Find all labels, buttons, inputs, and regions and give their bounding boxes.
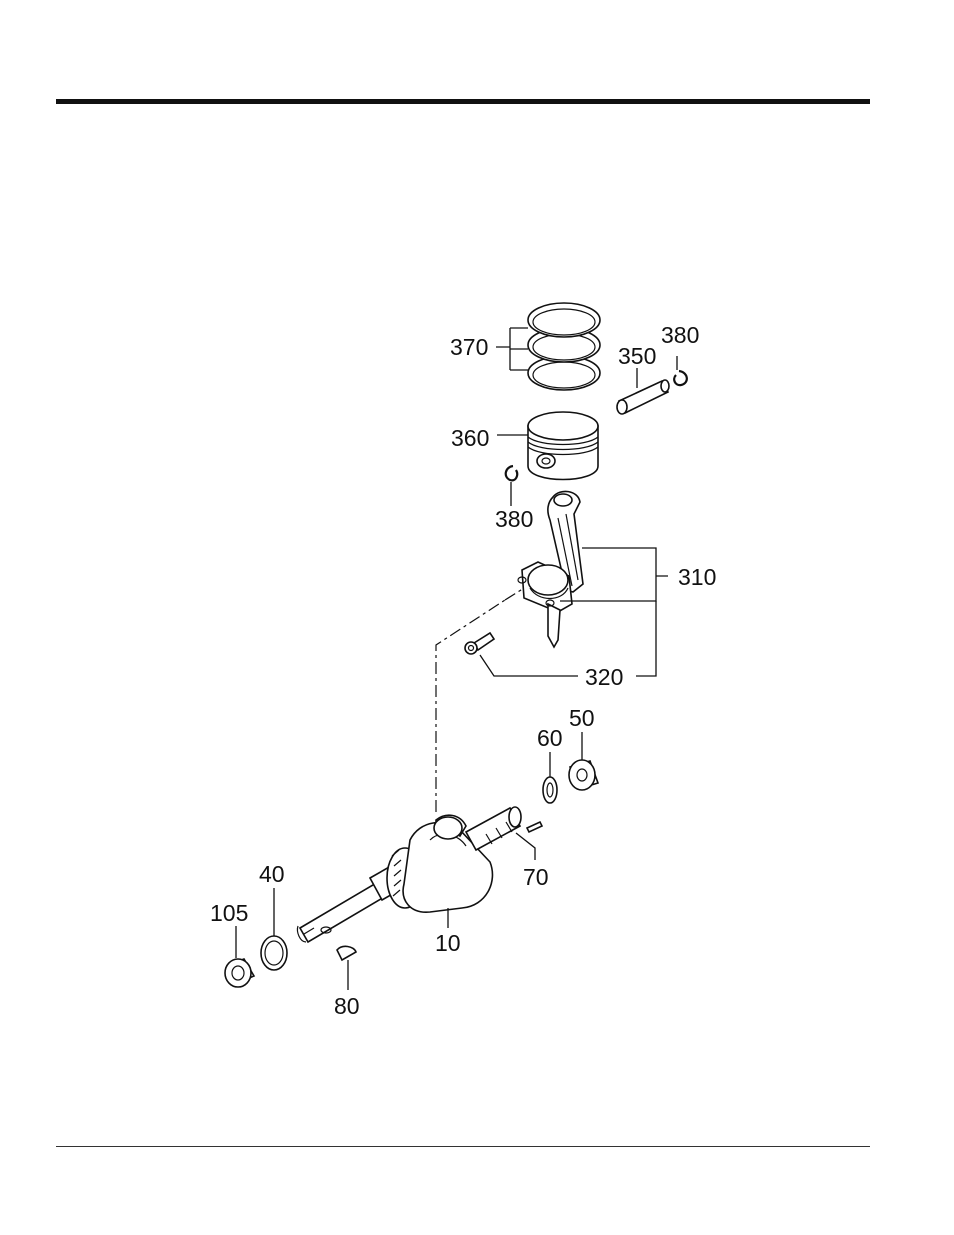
piston (528, 412, 598, 480)
pin-clip-lower (506, 466, 517, 480)
pin-clip-upper (674, 371, 687, 385)
oil-seal (225, 959, 254, 987)
callout-380-lower: 380 (495, 506, 533, 532)
rod-bolts (465, 633, 494, 654)
thrust-washer (261, 936, 287, 970)
callout-380-upper: 380 (661, 322, 699, 348)
callout-60: 60 (537, 725, 563, 751)
callout-105: 105 (210, 900, 248, 926)
piston-pin (617, 380, 669, 414)
alignment-line (436, 600, 505, 812)
circlip (543, 777, 557, 803)
callout-10: 10 (435, 930, 461, 956)
callout-370: 370 (450, 334, 488, 360)
woodruff-key-pto (527, 822, 542, 832)
callout-320: 320 (585, 664, 623, 690)
callout-360: 360 (451, 425, 489, 451)
callout-350: 350 (618, 343, 656, 369)
piston-rings (528, 303, 600, 390)
ball-bearing (569, 760, 598, 790)
callout-50: 50 (569, 705, 595, 731)
callout-40: 40 (259, 861, 285, 887)
callout-80: 80 (334, 993, 360, 1019)
crankshaft (297, 807, 521, 942)
callout-70: 70 (523, 864, 549, 890)
callout-labels: 370 380 350 360 380 310 320 50 60 70 40 … (210, 322, 716, 1019)
callout-310: 310 (678, 564, 716, 590)
